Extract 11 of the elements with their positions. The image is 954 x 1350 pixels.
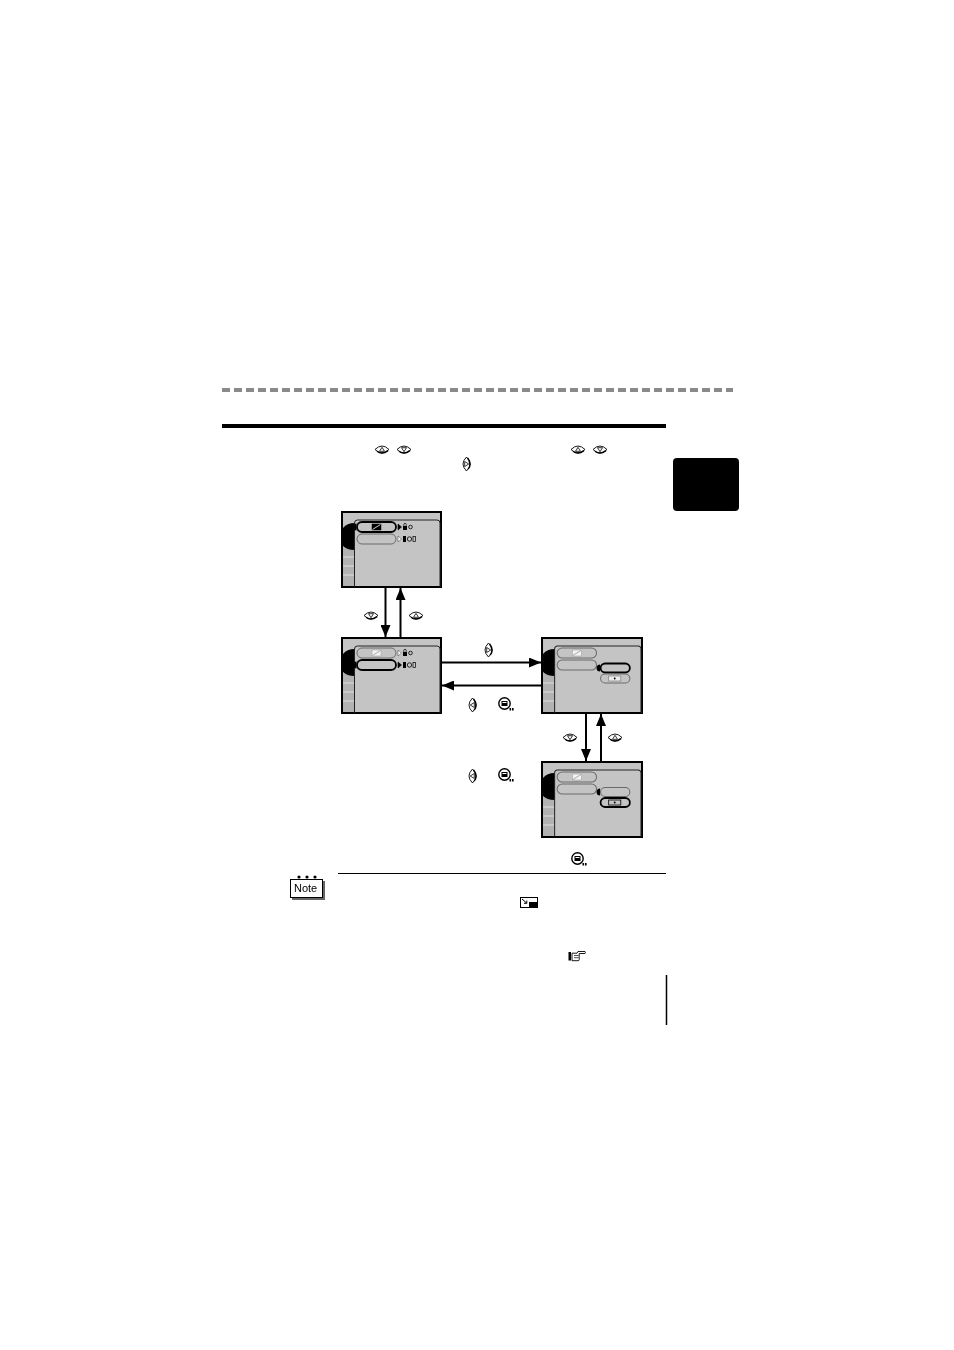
arrow bbox=[596, 713, 606, 762]
camera-screen-picture bbox=[541, 637, 643, 714]
camera-screen-picture bbox=[541, 761, 643, 838]
arrow bbox=[581, 713, 591, 762]
arrow bbox=[395, 587, 406, 638]
arrow bbox=[441, 657, 542, 668]
arrow bbox=[441, 680, 542, 691]
note-label: Note bbox=[290, 879, 323, 898]
arrow bbox=[380, 587, 391, 638]
camera-screen-picture bbox=[341, 637, 442, 714]
camera-screen-picture bbox=[341, 511, 442, 588]
